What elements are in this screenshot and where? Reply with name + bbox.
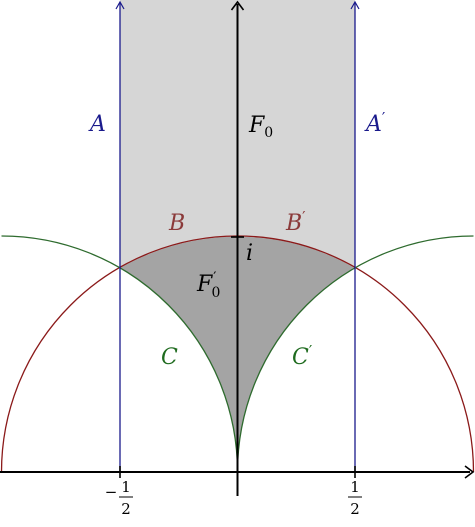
label-i: i xyxy=(246,241,253,266)
tick-label-neg-half: − 1 2 xyxy=(105,478,133,518)
tick-neg-sign: − xyxy=(105,483,118,501)
label-f0: F0 xyxy=(248,113,273,141)
circle-c-prime-arc xyxy=(236,235,474,473)
line-a-prime-arrowhead xyxy=(350,0,360,10)
line-a-arrowhead xyxy=(115,0,125,10)
label-f0-prime: F′0 xyxy=(196,270,220,301)
y-axis-arrowhead xyxy=(230,0,245,11)
label-b-prime: B′ xyxy=(285,208,306,236)
tick-pos-numerator: 1 xyxy=(350,478,360,496)
label-b: B xyxy=(168,211,185,236)
tick-neg-numerator: 1 xyxy=(121,478,131,496)
tick-neg-denominator: 2 xyxy=(121,500,131,518)
tick-label-pos-half: 1 2 xyxy=(348,478,362,518)
x-axis-arrowhead xyxy=(464,465,475,479)
label-a: A xyxy=(88,112,106,137)
label-c: C xyxy=(161,345,178,370)
label-a-prime: A′ xyxy=(364,109,386,137)
label-c-prime: C′ xyxy=(292,342,313,370)
circle-c-arc xyxy=(1,235,239,473)
tick-pos-denominator: 2 xyxy=(350,500,360,518)
